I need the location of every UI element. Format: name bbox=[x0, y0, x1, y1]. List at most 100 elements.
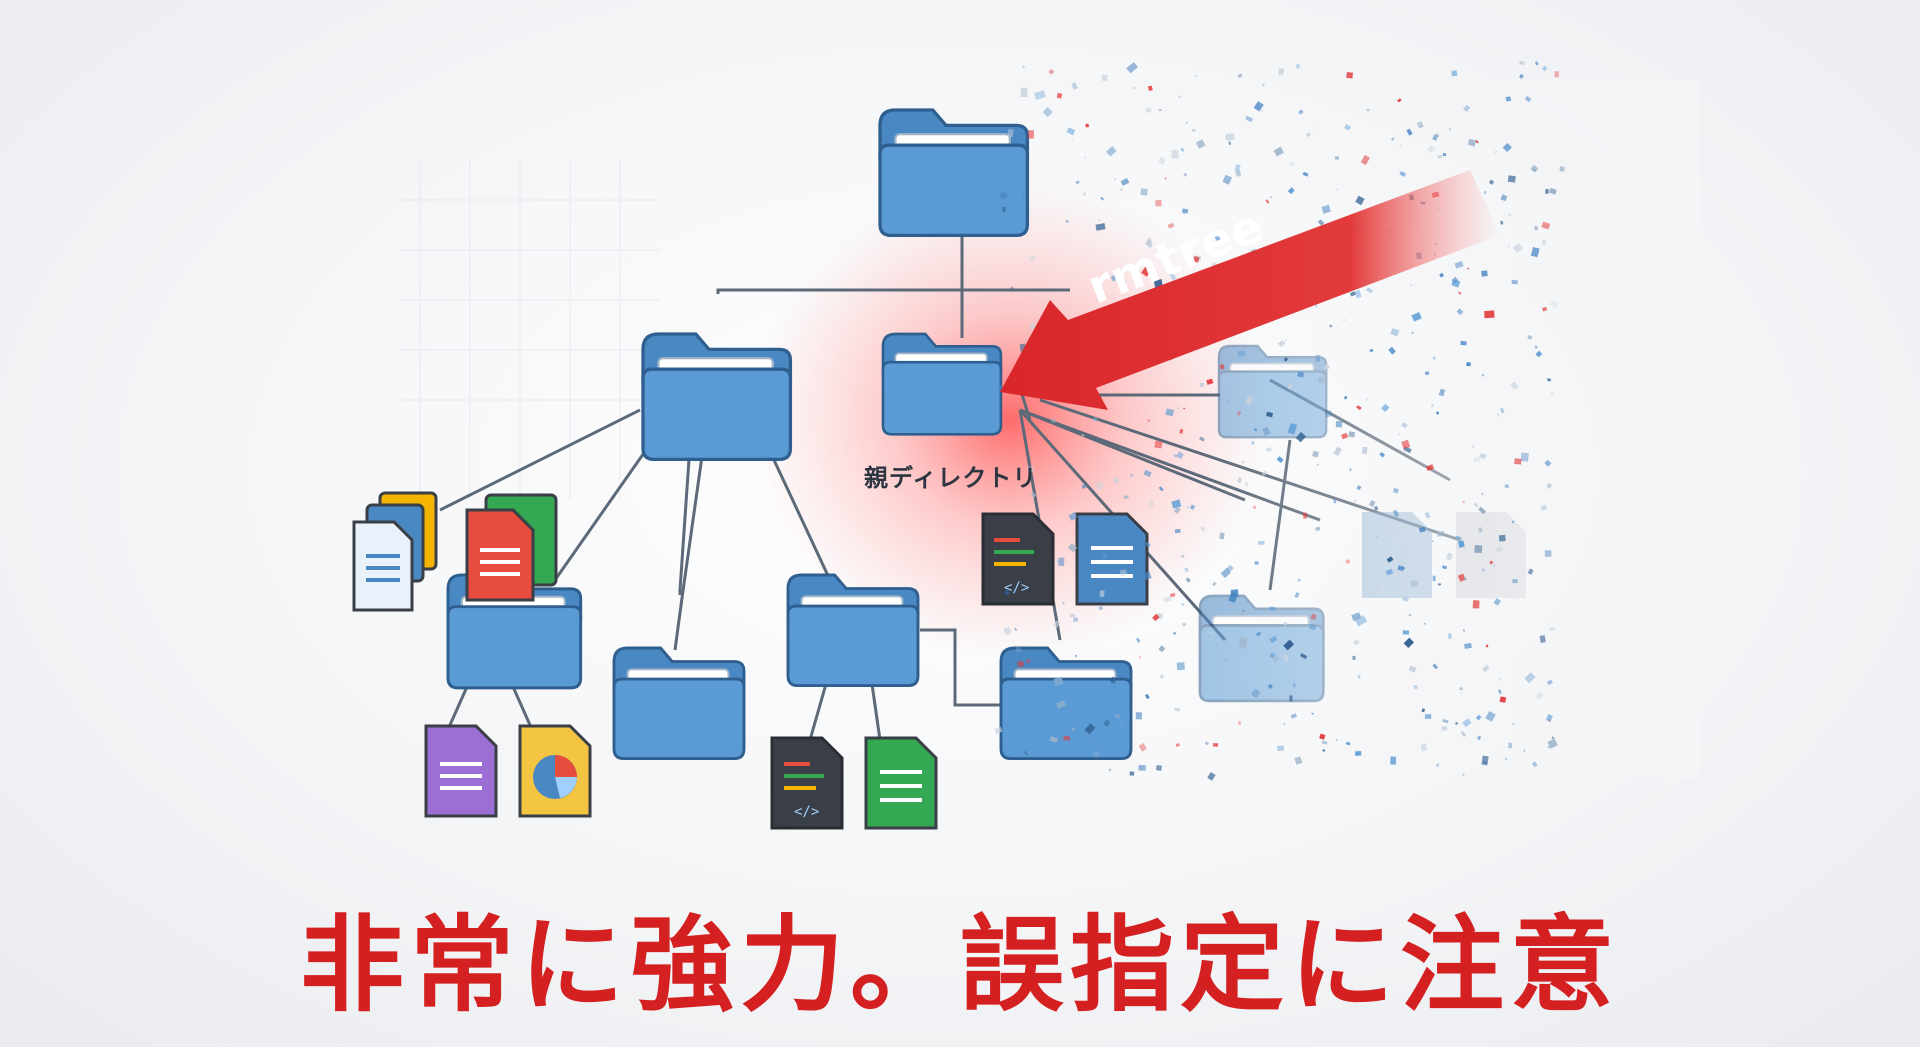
debris-particle bbox=[1287, 187, 1295, 195]
debris-particle bbox=[1155, 199, 1162, 207]
debris-particle bbox=[1379, 452, 1385, 458]
debris-particle bbox=[1277, 339, 1286, 348]
debris-particle bbox=[1184, 567, 1189, 573]
debris-particle bbox=[1110, 676, 1117, 684]
debris-particle bbox=[1463, 577, 1467, 581]
debris-particle bbox=[1244, 395, 1254, 406]
debris-particle bbox=[1253, 427, 1258, 432]
debris-particle bbox=[1237, 238, 1239, 242]
debris-particle bbox=[1138, 656, 1141, 659]
debris-particle bbox=[1173, 506, 1181, 514]
debris-particle bbox=[1276, 456, 1284, 464]
debris-particle bbox=[1016, 647, 1022, 653]
debris-particle bbox=[1241, 461, 1245, 464]
debris-particle bbox=[1084, 156, 1086, 159]
debris-particle bbox=[1071, 82, 1078, 90]
debris-particle bbox=[1402, 596, 1409, 602]
debris-particle bbox=[1432, 575, 1436, 581]
debris-particle bbox=[1481, 492, 1484, 495]
debris-particle bbox=[1120, 715, 1124, 720]
debris-particle bbox=[1204, 741, 1209, 746]
debris-particle bbox=[1081, 484, 1086, 489]
debris-particle bbox=[1219, 364, 1225, 370]
debris-particle bbox=[1065, 219, 1069, 223]
debris-particle bbox=[1481, 373, 1485, 377]
debris-particle bbox=[1092, 417, 1098, 422]
debris-particle bbox=[1451, 279, 1461, 288]
debris-particle bbox=[1228, 591, 1238, 603]
debris-particle bbox=[1183, 407, 1186, 410]
debris-particle bbox=[1033, 90, 1046, 100]
debris-particle bbox=[1321, 204, 1331, 214]
debris-particle bbox=[1403, 637, 1415, 648]
debris-particle bbox=[1353, 499, 1357, 503]
debris-particle bbox=[1546, 482, 1553, 490]
debris-particle bbox=[1464, 642, 1472, 649]
debris-particle bbox=[1020, 87, 1028, 98]
debris-particle bbox=[1141, 266, 1152, 277]
debris-particle bbox=[1142, 571, 1152, 581]
debris-particle bbox=[1547, 738, 1558, 749]
debris-particle bbox=[1545, 188, 1549, 194]
debris-particle bbox=[1373, 505, 1379, 511]
debris-particle bbox=[1212, 581, 1217, 587]
debris-particle bbox=[1112, 477, 1120, 484]
debris-particle bbox=[1246, 240, 1251, 244]
list-document-icon bbox=[864, 736, 938, 830]
debris-particle bbox=[1235, 170, 1242, 177]
debris-particle bbox=[1500, 194, 1508, 202]
debris-particle bbox=[1478, 527, 1483, 533]
debris-particle bbox=[1002, 206, 1007, 213]
debris-particle bbox=[1548, 187, 1557, 195]
debris-particle bbox=[1058, 557, 1065, 567]
debris-particle bbox=[1535, 350, 1543, 358]
debris-particle bbox=[1154, 440, 1163, 449]
debris-particle bbox=[1119, 569, 1128, 577]
debris-particle bbox=[1269, 195, 1273, 199]
debris-particle bbox=[1397, 565, 1405, 572]
debris-particle bbox=[1085, 123, 1090, 128]
debris-particle bbox=[1451, 70, 1458, 77]
debris-particle bbox=[1206, 378, 1214, 385]
debris-particle bbox=[1266, 447, 1272, 452]
debris-particle bbox=[1356, 485, 1362, 491]
debris-particle bbox=[1386, 556, 1394, 563]
debris-particle bbox=[1492, 564, 1496, 567]
debris-particle bbox=[1098, 605, 1104, 611]
debris-particle bbox=[1354, 615, 1368, 627]
debris-particle bbox=[1447, 633, 1452, 640]
debris-particle bbox=[1187, 506, 1189, 509]
debris-particle bbox=[1030, 492, 1037, 498]
debris-particle bbox=[1245, 115, 1254, 123]
debris-particle bbox=[1138, 743, 1147, 752]
debris-particle bbox=[1269, 606, 1276, 611]
debris-particle bbox=[1159, 674, 1165, 680]
debris-particle bbox=[1181, 603, 1184, 606]
debris-particle bbox=[1466, 267, 1470, 270]
debris-particle bbox=[1069, 613, 1076, 618]
debris-particle bbox=[1157, 156, 1166, 165]
debris-particle bbox=[1388, 346, 1396, 355]
debris-particle bbox=[1401, 422, 1408, 429]
debris-particle bbox=[1507, 175, 1516, 183]
debris-particle bbox=[1351, 612, 1362, 622]
debris-particle bbox=[1551, 392, 1554, 396]
debris-particle bbox=[1144, 240, 1154, 248]
debris-particle bbox=[1143, 469, 1152, 478]
debris-particle bbox=[1199, 383, 1205, 387]
debris-particle bbox=[1545, 714, 1553, 722]
debris-particle bbox=[1527, 334, 1533, 340]
debris-particle bbox=[1103, 719, 1111, 727]
debris-particle bbox=[1145, 107, 1152, 113]
debris-particle bbox=[1135, 574, 1139, 578]
debris-particle bbox=[1297, 371, 1305, 378]
debris-particle bbox=[1481, 270, 1488, 277]
debris-particle bbox=[1026, 465, 1035, 473]
debris-particle bbox=[1539, 635, 1546, 643]
debris-particle bbox=[1173, 453, 1178, 458]
debris-particle bbox=[1315, 355, 1321, 362]
debris-particle bbox=[1102, 551, 1108, 559]
debris-particle bbox=[1360, 154, 1370, 166]
debris-particle bbox=[1392, 509, 1400, 518]
